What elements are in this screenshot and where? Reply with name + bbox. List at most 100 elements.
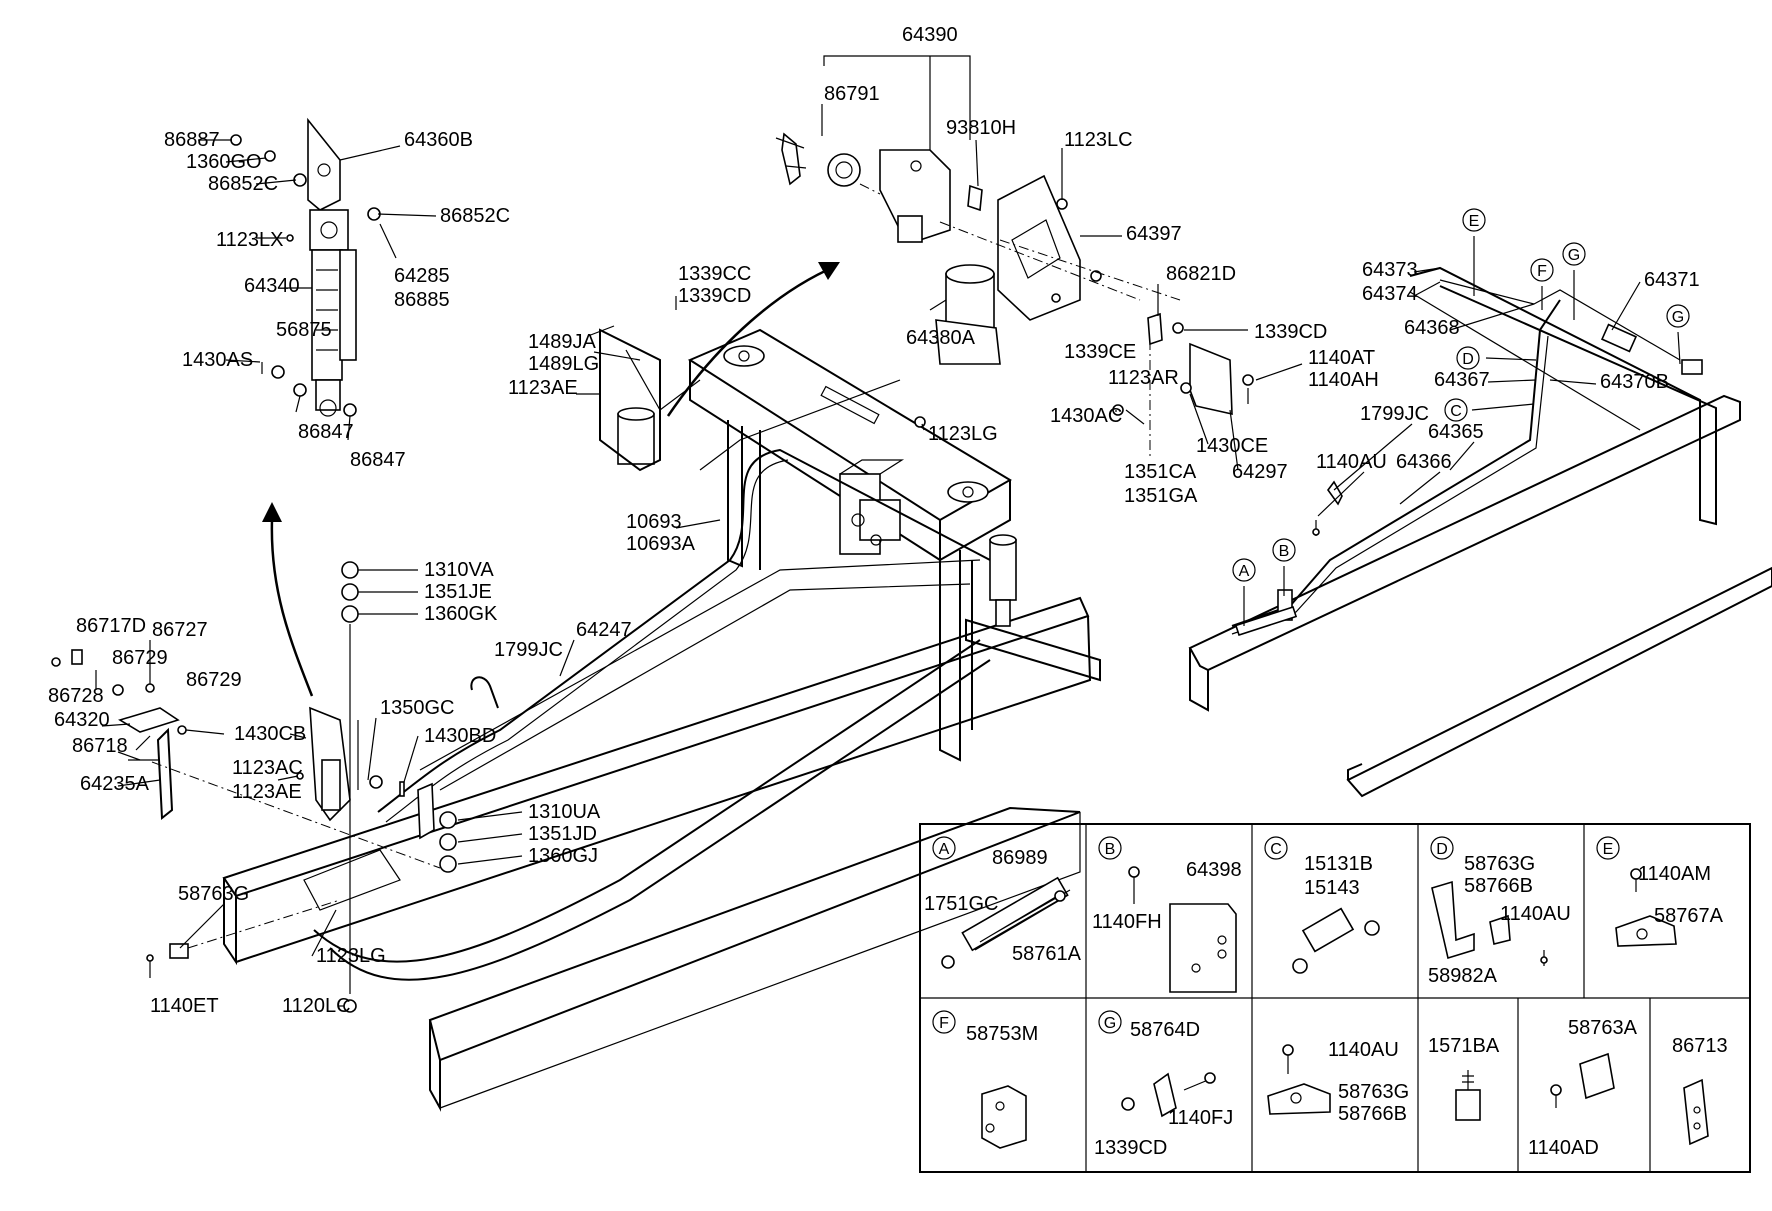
detail-marker-cF: F	[1530, 258, 1554, 282]
part-label-l64235A: 64235A	[80, 773, 150, 795]
part-label-l86887: 86887	[164, 129, 220, 151]
part-label-l1310UA: 1310UA	[528, 801, 601, 823]
part-label-l1123AE_a: 1123AE	[508, 377, 578, 399]
part-label-l64380A: 64380A	[906, 327, 976, 349]
part-label-l64285: 64285	[394, 265, 450, 287]
part-label-l86717D: 86717D	[76, 615, 146, 637]
legend-part-label: 58766B	[1464, 875, 1533, 897]
tilt-pump-exploded	[775, 55, 1254, 460]
part-label-l86847_b: 86847	[350, 449, 406, 471]
marker-letter: B	[1279, 543, 1290, 560]
part-label-l1123LG_a: 1123LG	[928, 423, 998, 445]
legend-marker-letter: B	[1105, 841, 1116, 858]
marker-circle	[1666, 304, 1690, 328]
part-label-l64368: 64368	[1404, 317, 1460, 339]
marker-circle	[1530, 258, 1554, 282]
detail-marker-cA: A	[1232, 558, 1256, 582]
legend-part-label: 1140FJ	[1168, 1107, 1233, 1129]
part-label-l64371: 64371	[1644, 269, 1700, 291]
part-label-l1123AR: 1123AR	[1108, 367, 1179, 389]
part-label-l64365: 64365	[1428, 421, 1484, 443]
part-label-l64390: 64390	[902, 24, 958, 46]
part-label-l1120LC: 1120LC	[282, 995, 351, 1017]
part-label-l1430CE: 1430CE	[1196, 435, 1268, 457]
part-label-l86885: 86885	[394, 289, 450, 311]
tilt-motor-left	[587, 325, 701, 472]
legend-part-label: 86713	[1672, 1035, 1728, 1057]
part-number-labels: 643908679193810H1123LC6439786821D1339CD6…	[48, 24, 1700, 1017]
part-label-l1140AU_a: 1140AU	[1316, 451, 1387, 473]
part-label-l1430AC: 1430AC	[1050, 405, 1122, 427]
part-label-l86821D: 86821D	[1166, 263, 1236, 285]
legend-cell-F: F 58753M	[932, 1010, 1038, 1045]
part-label-l1123LG_b: 1123LG	[316, 945, 386, 967]
marker-circle	[1232, 558, 1256, 582]
legend-part-label: 58761A	[1012, 943, 1082, 965]
legend-marker-circle	[1264, 836, 1288, 860]
part-label-l10693A: 10693A	[626, 533, 696, 555]
legend-part-label: 15131B	[1304, 853, 1373, 875]
part-label-l86847_a: 86847	[298, 421, 354, 443]
legend-part-label: 58763G	[1338, 1081, 1409, 1103]
part-label-l1799JC_b: 1799JC	[1360, 403, 1429, 425]
part-label-l86718: 86718	[72, 735, 128, 757]
part-label-l86728: 86728	[48, 685, 104, 707]
marker-circle	[1562, 242, 1586, 266]
marker-circle	[1272, 538, 1296, 562]
part-label-l64367: 64367	[1434, 369, 1490, 391]
part-label-l1360GO: 1360GO	[186, 151, 262, 173]
leader-lines	[95, 104, 1681, 1007]
marker-letter: A	[1239, 563, 1250, 580]
part-label-l1123LC: 1123LC	[1064, 129, 1133, 151]
legend-marker-circle	[1098, 1010, 1122, 1034]
legend-marker-letter: F	[939, 1015, 949, 1032]
part-label-l1360GK: 1360GK	[424, 603, 498, 625]
marker-circle	[1456, 346, 1480, 370]
part-label-l1351JE: 1351JE	[424, 581, 492, 603]
part-label-l64366: 64366	[1396, 451, 1452, 473]
legend-part-label: 58767A	[1654, 905, 1724, 927]
hose-routing-detail	[1188, 266, 1772, 798]
legend-table	[919, 823, 1751, 1173]
chassis-frame	[222, 328, 1101, 1112]
part-label-l86852C_a: 86852C	[208, 173, 278, 195]
part-label-l1140AT: 1140AT	[1308, 347, 1375, 369]
part-label-l1799JC_a: 1799JC	[494, 639, 563, 661]
part-label-l64397: 64397	[1126, 223, 1182, 245]
detail-marker-cC: C	[1444, 398, 1468, 422]
part-label-l1339CD_b: 1339CD	[678, 285, 751, 307]
part-label-l1489JA: 1489JA	[528, 331, 596, 353]
marker-circle	[1444, 398, 1468, 422]
legend-part-label: 58763G	[1464, 853, 1535, 875]
part-label-l1351CA: 1351CA	[1124, 461, 1197, 483]
legend-part-label: 1140AU	[1328, 1039, 1399, 1061]
legend-part-label: 58764D	[1130, 1019, 1200, 1041]
marker-letter: G	[1672, 309, 1684, 326]
detail-marker-cE: E	[1462, 208, 1486, 232]
callout-arrows	[262, 262, 840, 697]
part-label-l1351GA: 1351GA	[1124, 485, 1198, 507]
part-label-l64370B: 64370B	[1600, 371, 1669, 393]
legend-part-label: 1140FH	[1092, 911, 1162, 933]
legend-cell-I: 1571BA	[1428, 1035, 1500, 1057]
part-label-l1360GJ: 1360GJ	[528, 845, 598, 867]
part-label-l1489LG: 1489LG	[528, 353, 599, 375]
legend-marker-circle	[1430, 836, 1454, 860]
legend-cell-K: 86713	[1672, 1035, 1728, 1057]
part-label-l86729_a: 86729	[112, 647, 168, 669]
legend-marker-circle	[1596, 836, 1620, 860]
part-label-l1351JD: 1351JD	[528, 823, 597, 845]
legend-part-label: 1571BA	[1428, 1035, 1500, 1057]
marker-letter: D	[1462, 351, 1474, 368]
legend-part-label: 1339CD	[1094, 1137, 1167, 1159]
legend-part-label: 1140AD	[1528, 1137, 1599, 1159]
part-label-l64297: 64297	[1232, 461, 1288, 483]
legend-marker-circle	[932, 836, 956, 860]
legend-marker-letter: E	[1603, 841, 1614, 858]
legend-part-label: 58753M	[966, 1023, 1038, 1045]
